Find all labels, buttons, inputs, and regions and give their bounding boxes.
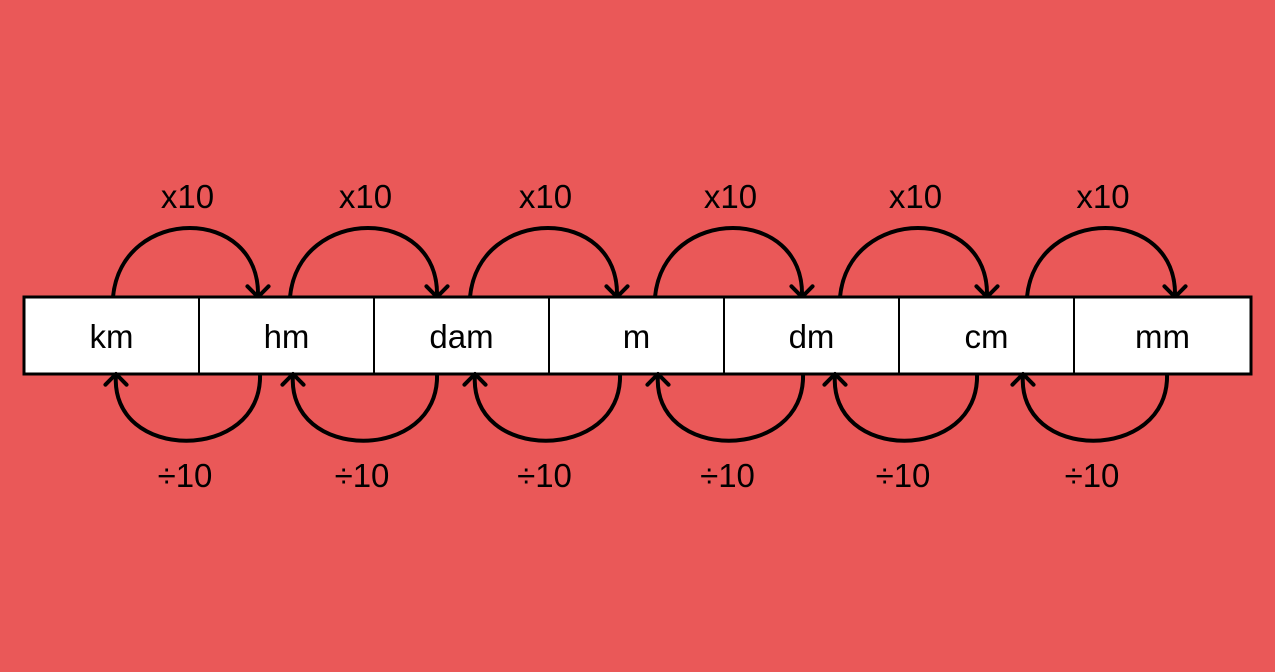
divide-arrowhead-5 [822,372,848,387]
unit-cell-dam: dam [429,318,493,355]
divide-arrow-2 [290,373,440,443]
unit-strip-frame [22,295,1253,376]
multiply-label-1: x10 [161,178,214,215]
divide-arrow-5 [832,373,980,443]
multiply-label-3: x10 [519,178,572,215]
divide-label-1: ÷10 [158,457,213,494]
divide-label-4: ÷10 [700,457,755,494]
divide-arrowhead-3 [462,372,488,387]
multiply-arrow-1 [111,226,261,298]
divide-arrow-4 [655,373,806,443]
divide-arrowhead-1 [103,372,129,387]
unit-strip: km hm dam m dm cm mm [22,295,1253,376]
multiply-arrow-5 [838,226,990,298]
unit-cell-m: m [623,318,651,355]
unit-cell-cm: cm [965,318,1009,355]
multiply-arrow-6 [1025,226,1178,298]
divide-arrows [103,372,1170,443]
unit-cell-hm: hm [264,318,310,355]
divide-arrow-6 [1020,373,1170,443]
divide-label-3: ÷10 [517,457,572,494]
multiply-label-6: x10 [1076,178,1129,215]
divide-arrowhead-6 [1010,372,1036,387]
divide-arrow-3 [472,373,623,443]
multiply-arrow-4 [653,226,805,298]
divide-arrowhead-2 [280,372,306,387]
divide-arrow-1 [113,373,263,443]
divide-arrowhead-4 [645,372,671,387]
multiply-label-5: x10 [889,178,942,215]
divide-label-5: ÷10 [876,457,931,494]
unit-cell-km: km [90,318,134,355]
multiply-label-4: x10 [704,178,757,215]
multiply-label-2: x10 [339,178,392,215]
multiply-arrow-3 [468,226,620,298]
unit-cell-dm: dm [789,318,835,355]
unit-cell-mm: mm [1135,318,1190,355]
divide-label-6: ÷10 [1065,457,1120,494]
operation-labels: x10 x10 x10 x10 x10 x10 ÷10 ÷10 ÷10 ÷10 ÷10 ÷10 [158,178,1130,494]
divide-label-2: ÷10 [335,457,390,494]
multiply-arrow-2 [288,226,440,298]
